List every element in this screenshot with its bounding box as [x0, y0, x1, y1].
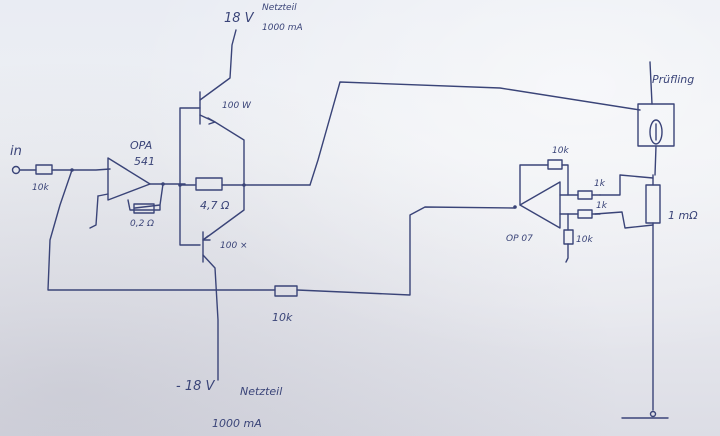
sense-wire-bottom [594, 211, 654, 229]
opamp1-feedback-path [127, 183, 164, 211]
opamp2-gnd-lead [565, 243, 569, 263]
wire-base-top [179, 107, 201, 186]
dut-top-lead [649, 61, 653, 105]
label-opamp1-name: OPA [130, 139, 153, 152]
transistor-top-collector [199, 29, 237, 101]
label-supply-neg-note: Netzteil [240, 385, 283, 398]
label-supply-pos-voltage: 18 V [224, 11, 254, 26]
label-opamp2-in2: 1k [596, 201, 607, 211]
junction-opamp2-out [513, 205, 517, 209]
label-transistor-top: 100 W [222, 101, 251, 111]
opamp1-plus-input [97, 193, 109, 197]
opamp2-input-resistor-2 [577, 209, 593, 219]
label-supply-neg-voltage: - 18 V [176, 379, 215, 394]
opamp2-symbol [519, 181, 561, 229]
emitter-resistor [195, 177, 223, 191]
label-input-resistor: 10k [32, 183, 49, 193]
label-supply-pos-note: Netzteil [262, 3, 297, 13]
shunt-resistor [645, 184, 661, 224]
opamp1-feedback-resistor [133, 203, 155, 214]
label-feedback-resistor: 10k [272, 311, 293, 324]
opamp1-symbol [107, 157, 151, 201]
wire-to-opa [71, 168, 111, 171]
label-input: in [10, 144, 22, 159]
feedback-wire-left [47, 169, 276, 291]
label-opamp2-gnd: 10k [576, 235, 593, 245]
opamp2-feedback-wire [519, 164, 569, 206]
label-opamp1-model: 541 [134, 155, 155, 168]
opamp2-feedback-resistor [547, 159, 563, 170]
opamp1-ground-lead [89, 195, 99, 229]
label-shunt: 1 mΩ [668, 209, 698, 222]
transistor-bottom-emitter [202, 184, 245, 241]
label-opamp2-name: OP 07 [506, 234, 533, 244]
input-terminal [11, 165, 21, 175]
dut-symbol [649, 119, 663, 145]
ground-terminal [649, 410, 657, 418]
label-supply-pos-current: 1000 mA [262, 23, 303, 33]
label-dut: Prüfling [652, 73, 695, 86]
label-opamp1-feedback: 0,2 Ω [130, 219, 155, 229]
input-resistor [35, 164, 53, 175]
label-opamp2-fb: 10k [552, 146, 569, 156]
opamp2-input-resistor-1 [577, 190, 593, 200]
wire-base-bottom [179, 184, 201, 246]
wire-to-dut [309, 81, 641, 186]
transistor-top-emitter [199, 114, 245, 186]
label-opamp2-in1: 1k [594, 179, 605, 189]
sense-wire-top [599, 174, 654, 196]
label-transistor-bottom: 100 × [220, 241, 248, 251]
dut-bottom-lead [654, 145, 657, 176]
transistor-bottom-collector [202, 254, 219, 381]
transistor-top-arrow [207, 117, 216, 125]
label-supply-neg-current: 1000 mA [212, 417, 262, 430]
feedback-resistor [274, 285, 298, 297]
transistor-bottom-arrow [202, 235, 211, 241]
label-emitter-resistor: 4,7 Ω [200, 199, 230, 212]
feedback-wire-right [296, 206, 516, 296]
opamp2-gnd-resistor [563, 229, 574, 245]
